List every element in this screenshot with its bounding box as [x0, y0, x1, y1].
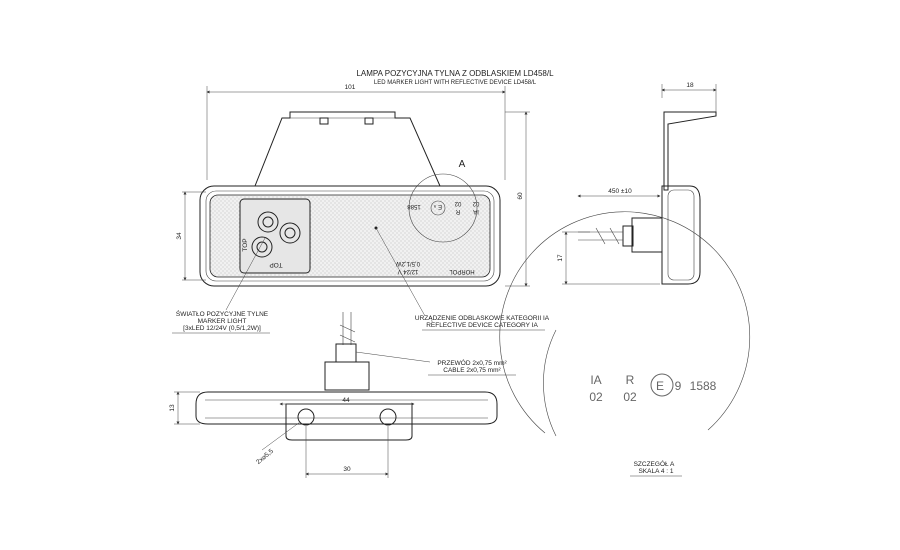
mark-brand: HORPOL: [449, 268, 475, 274]
dim-cable-length: 450 ±10: [608, 188, 632, 195]
dim-bottom-width: 44: [342, 397, 350, 404]
marker-light-pl: ŚWIATŁO POZYCYJNE TYLNE: [176, 309, 269, 318]
detail-ia-02: 02: [589, 390, 603, 404]
detail-ia: IA: [590, 373, 601, 387]
label-marker-light: ŚWIATŁO POZYCYJNE TYLNE MARKER LIGHT [3x…: [172, 309, 270, 334]
mark-voltage: 12/24 V: [398, 268, 419, 274]
mark-top-2: TOP: [269, 261, 282, 268]
dim-hole-spacing: 30: [343, 466, 351, 473]
detail-marker-a: A: [459, 159, 466, 170]
lamp-e: E: [438, 203, 442, 209]
lamp-e9: 9: [433, 204, 436, 209]
reflective-en: REFLECTIVE DEVICE CATEGORY IA: [426, 322, 538, 329]
detail-a: IA 02 R 02 E 9 1588 SZCZEGÓŁ A SKALA 4 :…: [499, 211, 750, 477]
detail-r-02: 02: [623, 390, 637, 404]
label-cable: PRZEWÓD 2x0,75 mm² CABLE 2x0,75 mm²: [428, 358, 516, 376]
side-view: 18 450 ±10 17: [557, 82, 717, 285]
label-reflective: URZĄDZENIE ODBLASKOWE KATEGORII IA REFLE…: [415, 315, 550, 331]
dim-depth: 13: [169, 404, 176, 412]
lamp-r-02: 02: [454, 200, 461, 206]
title-en: LED MARKER LIGHT WITH REFLECTIVE DEVICE …: [374, 80, 537, 86]
lamp-approval-number: 1588: [407, 203, 421, 209]
reflective-pl: URZĄDZENIE ODBLASKOWE KATEGORII IA: [415, 315, 550, 322]
title-pl: LAMPA POZYCYJNA TYLNA Z ODBLASKIEM LD458…: [356, 69, 554, 78]
detail-r: R: [626, 373, 635, 387]
dim-side-height: 17: [557, 254, 564, 262]
dim-side-width: 18: [686, 82, 694, 89]
bottom-view: 44 13 30 2x⌀5,5: [169, 312, 498, 478]
dim-width: 101: [345, 84, 356, 91]
detail-title: SZCZEGÓŁ A: [634, 459, 675, 468]
mark-top-1: TOP: [242, 238, 249, 251]
detail-e9: 9: [675, 379, 682, 393]
lamp-approval-marks: IA 02 R 02 E 9 1588: [407, 200, 479, 216]
dim-height: 60: [517, 192, 524, 200]
lamp-ia-02: 02: [472, 200, 479, 206]
marker-light-spec: [3xLED 12/24V (0,5/1,2W)]: [183, 325, 261, 332]
marker-light-en: MARKER LIGHT: [198, 318, 247, 325]
lamp-r: R: [455, 208, 460, 214]
mark-power: 0,5/1,2W: [396, 260, 420, 266]
detail-approval-number: 1588: [690, 379, 717, 393]
front-view: 101 TOP TOP 12/24 V 0,5/1,2W HORPOL IA 0…: [176, 84, 530, 287]
dim-holes: 2x⌀5,5: [255, 448, 275, 466]
dim-inner-height: 34: [176, 232, 183, 240]
cable-pl: PRZEWÓD 2x0,75 mm²: [437, 358, 507, 367]
cable-en: CABLE 2x0,75 mm²: [443, 367, 501, 374]
lamp-ia: IA: [473, 208, 479, 214]
detail-e: E: [656, 379, 664, 393]
detail-scale: SKALA 4 : 1: [638, 468, 673, 475]
